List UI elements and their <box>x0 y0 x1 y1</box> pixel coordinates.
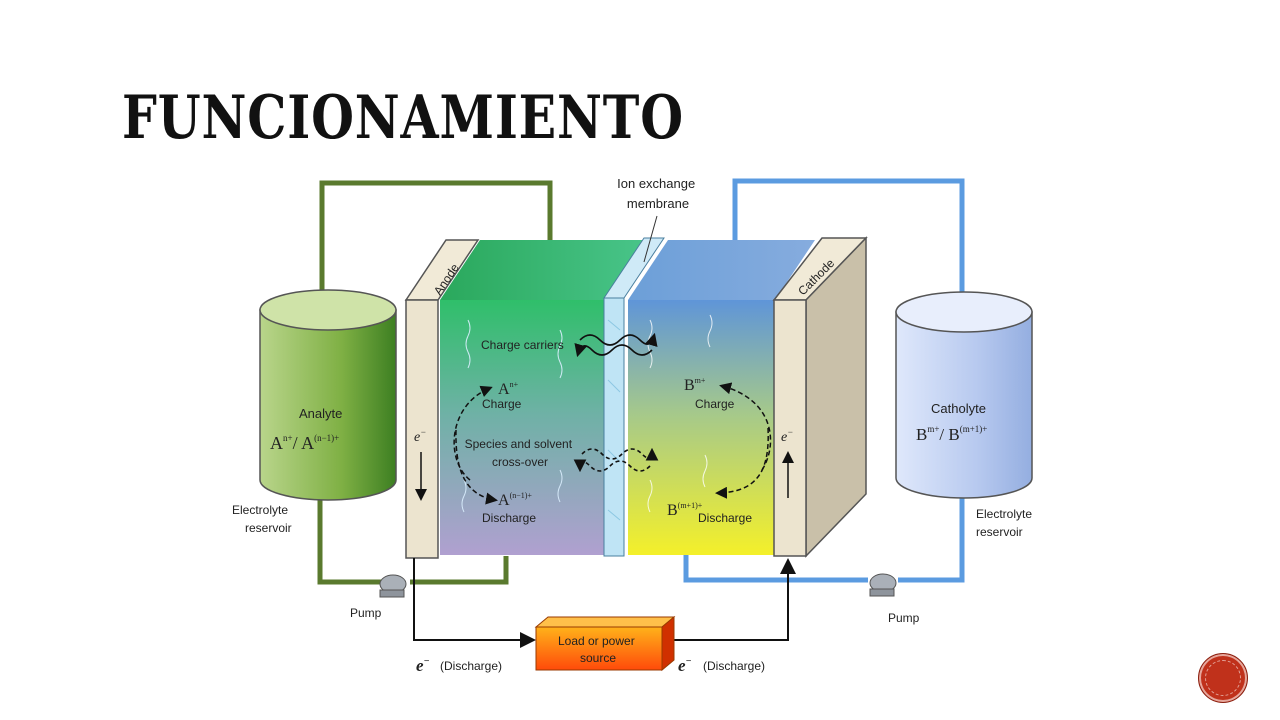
load-power-source <box>534 615 676 672</box>
cathode-cycle-arrow-bottom <box>715 427 769 499</box>
right-discharge-electron: e− <box>678 656 692 675</box>
analyte-return-pipe <box>317 500 509 585</box>
wavy-decor-left <box>461 319 563 513</box>
ion-exchange-membrane <box>603 237 665 557</box>
left-reservoir-label: Electrolyte reservoir <box>232 503 292 535</box>
anode-species-bottom: A(n−1)+ <box>498 491 532 509</box>
slide-nav-button[interactable] <box>1198 653 1248 703</box>
anode-cycle-arrow-top <box>453 385 493 481</box>
left-pump <box>379 574 407 598</box>
anode-species-top: An+ <box>498 380 519 398</box>
catholyte-tank <box>895 291 1033 499</box>
catholyte-formula: Bm+/ B(m+1)+ <box>916 424 987 444</box>
charge-carrier-arrows <box>574 332 658 358</box>
membrane-pointer <box>643 215 658 263</box>
species-crossover-label: Species and solvent cross-over <box>465 437 576 469</box>
circuit-wire-left <box>413 558 536 648</box>
analyte-flow-pipe <box>302 180 553 333</box>
cathode-discharge-label: Discharge <box>698 511 752 525</box>
slide-nav-ring-icon <box>1205 660 1241 696</box>
anode-chamber-top <box>440 240 650 300</box>
right-discharge-label: (Discharge) <box>703 659 765 673</box>
right-reservoir-label: Electrolyte reservoir <box>976 507 1035 539</box>
cathode-species-bottom: B(m+1)+ <box>667 501 703 519</box>
anode-electron: e− <box>414 427 426 445</box>
analyte-tank <box>259 289 397 501</box>
left-pump-label: Pump <box>350 606 382 620</box>
anode-plate <box>404 239 480 559</box>
anode-cycle-arrow-bottom <box>455 429 498 505</box>
analyte-label: Analyte <box>299 406 342 421</box>
crossover-arrows <box>573 447 659 473</box>
circuit-wire-right <box>672 558 796 641</box>
cathode-chamber-top <box>628 240 815 300</box>
cathode-plate <box>772 236 868 558</box>
left-discharge-label: (Discharge) <box>440 659 502 673</box>
right-pump-label: Pump <box>888 611 920 625</box>
catholyte-flow-pipe <box>732 178 982 333</box>
analyte-formula: An+/ A(n−1)+ <box>270 433 339 453</box>
slide-title: FUNCIONAMIENTO <box>122 83 684 153</box>
load-label: Load or power source <box>558 634 638 665</box>
right-pump <box>869 573 897 597</box>
anode-chamber <box>440 300 610 555</box>
left-discharge-electron: e− <box>416 656 430 675</box>
cathode-electron: e− <box>781 427 793 445</box>
cathode-cycle-arrow-top <box>719 382 772 471</box>
catholyte-return-pipe <box>683 496 965 583</box>
anode-charge-label: Charge <box>482 397 522 411</box>
cathode-species-top: Bm+ <box>684 376 706 394</box>
catholyte-label: Catholyte <box>931 401 986 416</box>
anode-discharge-label: Discharge <box>482 511 536 525</box>
charge-carriers-label: Charge carriers <box>481 338 564 352</box>
membrane-label: Ion exchange membrane <box>617 176 699 211</box>
cathode-charge-label: Charge <box>695 397 735 411</box>
